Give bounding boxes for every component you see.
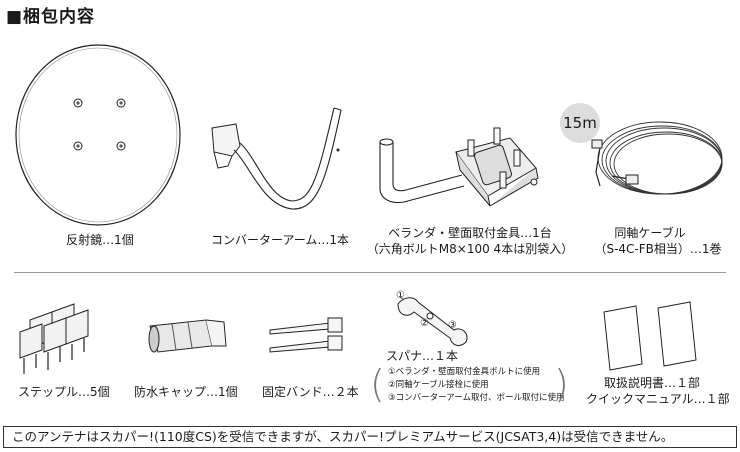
cable-length-badge: 15m (560, 103, 600, 143)
manual-label-line1: 取扱説明書…１部 (604, 376, 701, 390)
waterproof-cap-label: 防水キャップ…1個 (134, 385, 238, 399)
bracket-label-line2: （六角ボルトM8×100 4本は別袋入） (366, 242, 574, 256)
section-divider (14, 272, 726, 273)
staple-label: ステップル…5個 (18, 385, 110, 399)
reception-notice: このアンテナはスカパー!(110度CS)を受信できますが、スカパー!プレミアムサ… (3, 426, 737, 448)
page-title: ■梱包内容 (6, 7, 96, 27)
spanner-marker-1: ① (396, 290, 405, 301)
manual-label-line2: クイックマニュアル…１部 (586, 392, 730, 406)
spanner-marker-2: ② (420, 318, 429, 329)
spanner-marker-3: ③ (448, 320, 457, 331)
spanner-note-2: ②同軸ケーブル接栓に使用 (388, 380, 489, 390)
notes-bracket-right: ) (554, 362, 569, 406)
spanner-note-3: ③コンバーターアーム取付、ポール取付に使用 (388, 393, 565, 403)
spanner-note-1: ①ベランダ・壁面取付金具ボルトに使用 (388, 367, 541, 377)
converter-arm-label: コンバーターアーム…1本 (210, 233, 350, 247)
coax-label-line2: （S-4C-FB相当）…1巻 (594, 242, 722, 256)
fixing-band-label: 固定バンド…２本 (262, 385, 359, 399)
coax-label-line1: 同軸ケーブル (614, 226, 686, 240)
notes-bracket-left: ( (370, 362, 385, 406)
spanner-label: スパナ…１本 (386, 349, 459, 363)
spanner-notes: ①ベランダ・壁面取付金具ボルトに使用 ②同軸ケーブル接栓に使用 ③コンバーターア… (388, 366, 565, 405)
bracket-label-line1: ベランダ・壁面取付金具…1台 (388, 226, 552, 240)
reflector-label: 反射鏡…1個 (66, 233, 134, 247)
